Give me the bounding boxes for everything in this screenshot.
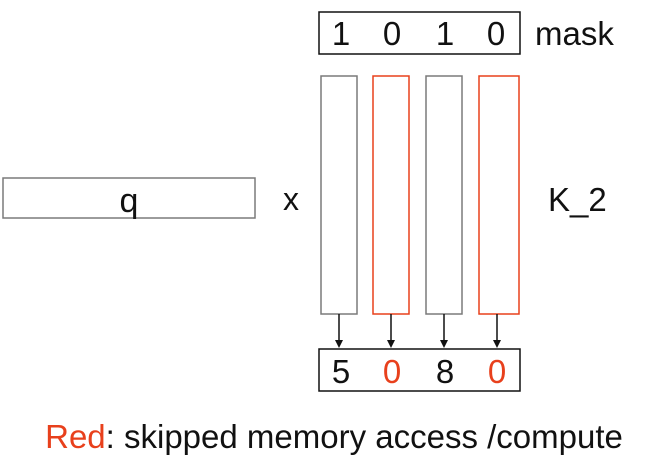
query-label: q — [120, 182, 139, 220]
mask-value: 1 — [436, 15, 454, 52]
legend-caption: Red: skipped memory access /compute — [0, 418, 668, 456]
legend-description: : skipped memory access /compute — [105, 418, 623, 455]
mask-value: 1 — [332, 15, 350, 52]
output-value: 8 — [436, 353, 454, 390]
legend-red-keyword: Red — [45, 418, 106, 455]
mask-value: 0 — [383, 15, 401, 52]
output-box — [318, 348, 521, 392]
matrix-column — [320, 75, 358, 315]
matrix-column-skipped — [478, 75, 520, 315]
mask-value: 0 — [487, 15, 505, 52]
output-value-skipped: 0 — [488, 353, 506, 390]
mask-box — [318, 11, 521, 55]
matrix-column-skipped — [372, 75, 410, 315]
query-vector-box — [2, 177, 256, 219]
matrix-label: K_2 — [548, 181, 607, 218]
matrix-column — [425, 75, 463, 315]
mask-label: mask — [535, 15, 614, 52]
output-value-skipped: 0 — [383, 353, 401, 390]
output-value: 5 — [332, 353, 350, 390]
multiply-operator: x — [283, 181, 299, 217]
